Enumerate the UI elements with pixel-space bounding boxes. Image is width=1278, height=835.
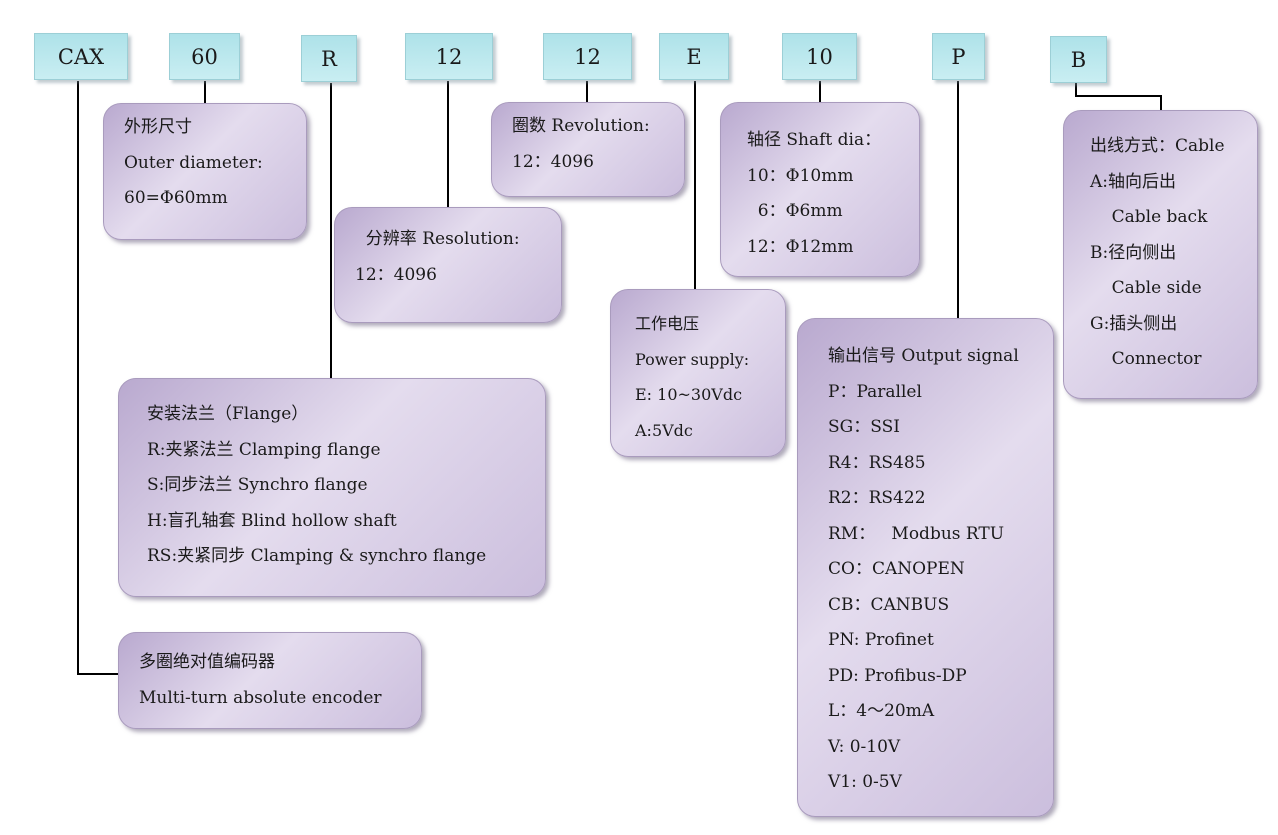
connector-line-cax (77, 81, 79, 675)
output-title: 输出信号 Output signal (828, 346, 1019, 366)
connector-line-r (330, 83, 332, 379)
encoder-en: Multi-turn absolute encoder (139, 687, 382, 708)
output-r2: R2：RS422 (828, 488, 926, 508)
encoder-type-box: 多圈绝对值编码器 Multi-turn absolute encoder (118, 632, 422, 729)
output-rm: RM： Modbus RTU (828, 523, 1005, 544)
flange-r: R:夹紧法兰 Clamping flange (147, 439, 381, 460)
output-co: CO：CANOPEN (828, 559, 965, 579)
cable-g-en: Connector (1090, 349, 1202, 369)
cable-a: A:轴向后出 (1090, 171, 1177, 192)
code-60: 60 (169, 33, 240, 80)
connector-line-cax-h (77, 673, 121, 675)
outer-title: 外形尺寸 (124, 117, 192, 137)
code-e: E (659, 33, 729, 80)
output-v: V: 0-10V (828, 736, 901, 757)
connector-line-p (957, 81, 959, 319)
resolution-value: 12：4096 (355, 264, 437, 285)
cable-box: 出线方式：Cable A:轴向后出 Cable back B:径向侧出 Cabl… (1063, 110, 1258, 399)
cable-title: 出线方式：Cable (1090, 136, 1225, 156)
connector-line-10 (819, 81, 821, 104)
shaft-dia-box: 轴径 Shaft dia： 10：Φ10mm 6：Φ6mm 12：Φ12mm (720, 102, 920, 277)
code-10: 10 (782, 33, 857, 80)
revolution-value: 12：4096 (512, 151, 594, 172)
shaft-6: 6：Φ6mm (747, 201, 843, 221)
flange-title: 安装法兰（Flange） (147, 404, 309, 424)
flange-h: H:盲孔轴套 Blind hollow shaft (147, 510, 397, 531)
connector-line-b-v1 (1075, 83, 1077, 97)
resolution-box: 分辨率 Resolution: 12：4096 (334, 207, 562, 323)
output-pn: PN: Profinet (828, 630, 934, 650)
flange-box: 安装法兰（Flange） R:夹紧法兰 Clamping flange S:同步… (118, 378, 546, 597)
code-b: B (1050, 36, 1107, 83)
outer-label: Outer diameter: (124, 152, 263, 173)
revolution-box: 圈数 Revolution: 12：4096 (491, 102, 685, 197)
code-cax: CAX (34, 33, 128, 80)
cable-b-en: Cable side (1090, 278, 1202, 298)
cable-g: G:插头侧出 (1090, 313, 1178, 334)
shaft-title: 轴径 Shaft dia： (747, 130, 882, 150)
output-r4: R4：RS485 (828, 452, 926, 473)
output-v1: V1: 0-5V (828, 772, 902, 792)
power-title: 工作电压 (635, 314, 700, 333)
connector-line-12a (447, 81, 449, 209)
revolution-title: 圈数 Revolution: (512, 116, 650, 136)
output-l: L：4～20mA (828, 701, 935, 721)
code-p: P (932, 33, 985, 80)
shaft-12: 12：Φ12mm (747, 236, 854, 257)
power-label: Power supply: (635, 349, 750, 369)
output-cb: CB：CANBUS (828, 594, 950, 615)
code-12-resolution: 12 (405, 33, 493, 80)
cable-b: B:径向侧出 (1090, 242, 1177, 263)
flange-s: S:同步法兰 Synchro flange (147, 475, 368, 495)
output-sg: SG：SSI (828, 417, 900, 437)
connector-line-12b (586, 81, 588, 104)
output-signal-box: 输出信号 Output signal P：Parallel SG：SSI R4：… (797, 318, 1054, 817)
connector-line-60 (204, 81, 206, 105)
code-12-revolution: 12 (543, 33, 632, 80)
power-a: A:5Vdc (635, 420, 693, 440)
shaft-10: 10：Φ10mm (747, 165, 854, 186)
output-pd: PD: Profibus-DP (828, 665, 967, 686)
connector-line-b-v2 (1160, 95, 1162, 111)
outer-value: 60=Φ60mm (124, 188, 228, 208)
power-e: E: 10~30Vdc (635, 385, 743, 404)
outer-diameter-box: 外形尺寸 Outer diameter: 60=Φ60mm (103, 103, 307, 240)
code-r: R (301, 35, 357, 82)
encoder-title: 多圈绝对值编码器 (139, 652, 275, 672)
output-p: P：Parallel (828, 381, 922, 402)
power-supply-box: 工作电压 Power supply: E: 10~30Vdc A:5Vdc (610, 289, 786, 457)
resolution-title: 分辨率 Resolution: (355, 229, 520, 249)
connector-line-b-h (1075, 95, 1162, 97)
flange-rs: RS:夹紧同步 Clamping & synchro flange (147, 546, 487, 566)
cable-a-en: Cable back (1090, 207, 1208, 227)
connector-line-e (694, 81, 696, 289)
